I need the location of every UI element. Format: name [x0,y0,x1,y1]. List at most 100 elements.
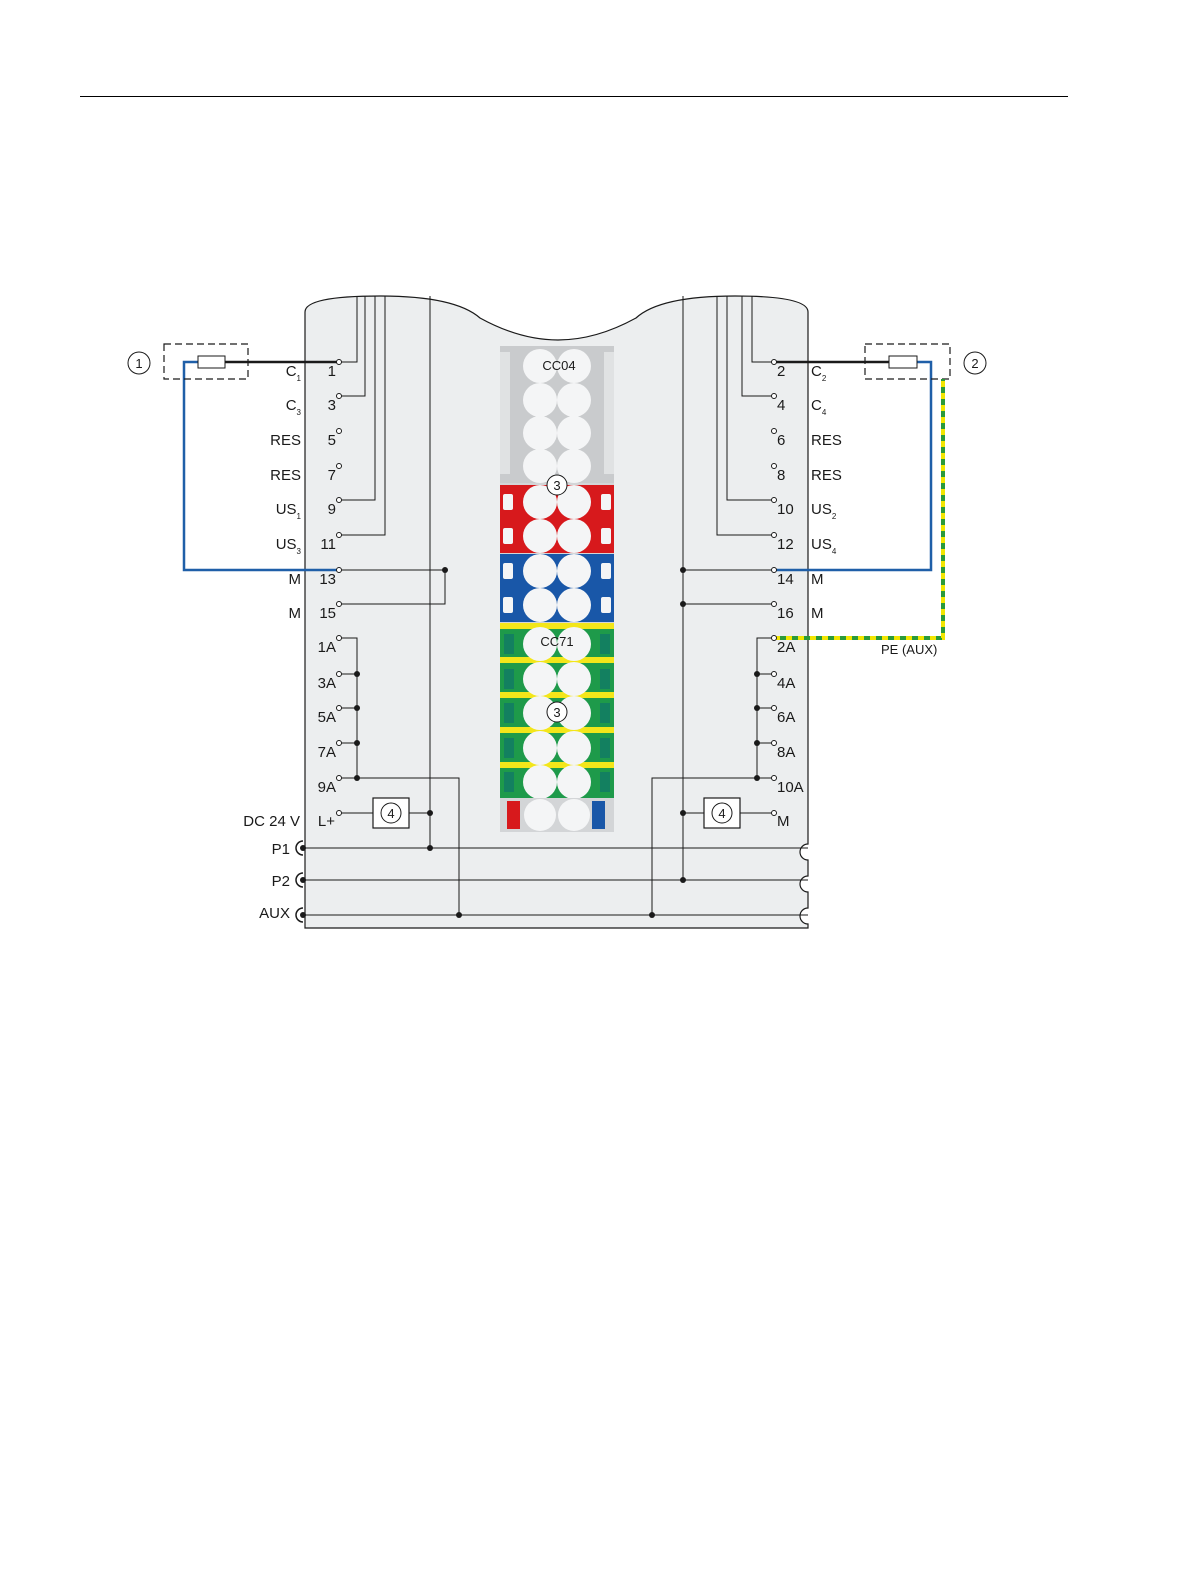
svg-text:2: 2 [971,356,978,371]
terminal-point [772,360,777,365]
pe-aux-label: PE (AUX) [881,642,937,657]
terminal-name-text: RES [811,432,842,449]
terminal-name-subscript: 1 [297,374,302,383]
terminal-number: 16 [777,605,794,622]
terminal-number: 14 [777,571,794,588]
terminal-point [772,741,777,746]
bus-label-p2: P2 [272,873,290,890]
terminal-name: C2 [811,363,827,383]
resistor-right [889,356,917,368]
svg-text:4: 4 [718,806,725,821]
terminal-name-subscript: 2 [822,374,827,383]
svg-text:4: 4 [387,806,394,821]
l-plus-terminal [337,811,342,816]
terminal-point [337,776,342,781]
terminal-name: US2 [811,501,837,521]
terminal-number: 9 [328,501,336,518]
terminal-point [772,672,777,677]
terminal-number: 5A [318,709,336,726]
red-marker [507,801,520,829]
terminal-number: 4A [777,675,795,692]
terminal-number: 3A [318,675,336,692]
supply-box-left: 4 [373,798,409,828]
bottom-section [500,798,614,832]
terminal-name-text: RES [270,467,301,484]
terminal-name-subscript: 2 [832,512,837,521]
terminal-number: 7A [318,744,336,761]
terminal-name-text: RES [270,432,301,449]
terminal-number: 9A [318,779,336,796]
terminal-name-text: M [811,571,824,588]
terminal-point [337,636,342,641]
l-plus-label: L+ [318,813,335,830]
terminal-name: US1 [276,501,302,521]
terminal-number: 13 [319,571,336,588]
terminal-name-subscript: 4 [822,408,827,417]
terminal-name: C4 [811,397,827,417]
terminal-name: RES [811,432,842,449]
terminal-name-subscript: 1 [297,512,302,521]
terminal-name-text: C [286,397,297,414]
resistor-left [198,356,225,368]
terminal-number: 8A [777,744,795,761]
terminal-number: 6 [777,432,785,449]
terminal-number: 15 [319,605,336,622]
svg-text:3: 3 [553,705,560,720]
terminal-name: US4 [811,536,837,556]
terminal-point [337,498,342,503]
terminal-number: 8 [777,467,785,484]
terminal-name-text: C [811,397,822,414]
callout-2: 2 [964,352,986,374]
bus-label-p1: P1 [272,841,290,858]
terminal-number: 5 [328,432,336,449]
terminal-name-text: US [276,501,297,518]
terminal-number: 6A [777,709,795,726]
callout-3-top: 3 [547,475,567,495]
svg-text:3: 3 [553,478,560,493]
terminal-number: 2 [777,363,785,380]
terminal-name: RES [270,432,301,449]
terminal-number: 10A [777,779,804,796]
terminal-block: CC04 CC71 3 3 [500,346,614,832]
terminal-name-text: US [811,536,832,553]
right-terminal-10A: 10A [772,776,804,797]
terminal-point [772,776,777,781]
terminal-point [337,464,342,469]
terminal-number: 7 [328,467,336,484]
terminal-name-text: M [811,605,824,622]
terminal-name-text: RES [811,467,842,484]
terminal-number: 1A [318,639,336,656]
m-supply-label: M [777,813,790,830]
terminal-point [772,394,777,399]
terminal-point [772,429,777,434]
terminal-number: 2A [777,639,795,656]
terminal-number: 11 [320,536,336,553]
terminal-name-subscript: 4 [832,547,837,556]
terminal-point [337,360,342,365]
terminal-point [337,706,342,711]
terminal-name-text: US [811,501,832,518]
terminal-name-text: M [289,605,302,622]
terminal-point [337,429,342,434]
terminal-point [337,741,342,746]
blue-marker [592,801,605,829]
terminal-name: M [811,605,824,622]
terminal-point [337,533,342,538]
terminal-point [337,568,342,573]
terminal-name: RES [270,467,301,484]
terminal-point [337,672,342,677]
terminal-name-text: C [811,363,822,380]
terminal-name-subscript: 3 [297,408,302,417]
cc04-label: CC04 [542,358,575,373]
terminal-name-text: C [286,363,297,380]
terminal-point [772,568,777,573]
m-supply-terminal [772,811,777,816]
terminal-point [337,394,342,399]
terminal-point [772,533,777,538]
terminal-number: 3 [328,397,336,414]
bus-label-aux: AUX [259,905,290,922]
cc71-label: CC71 [540,634,573,649]
supply-box-right: 4 [704,798,740,828]
terminal-name-text: M [289,571,302,588]
